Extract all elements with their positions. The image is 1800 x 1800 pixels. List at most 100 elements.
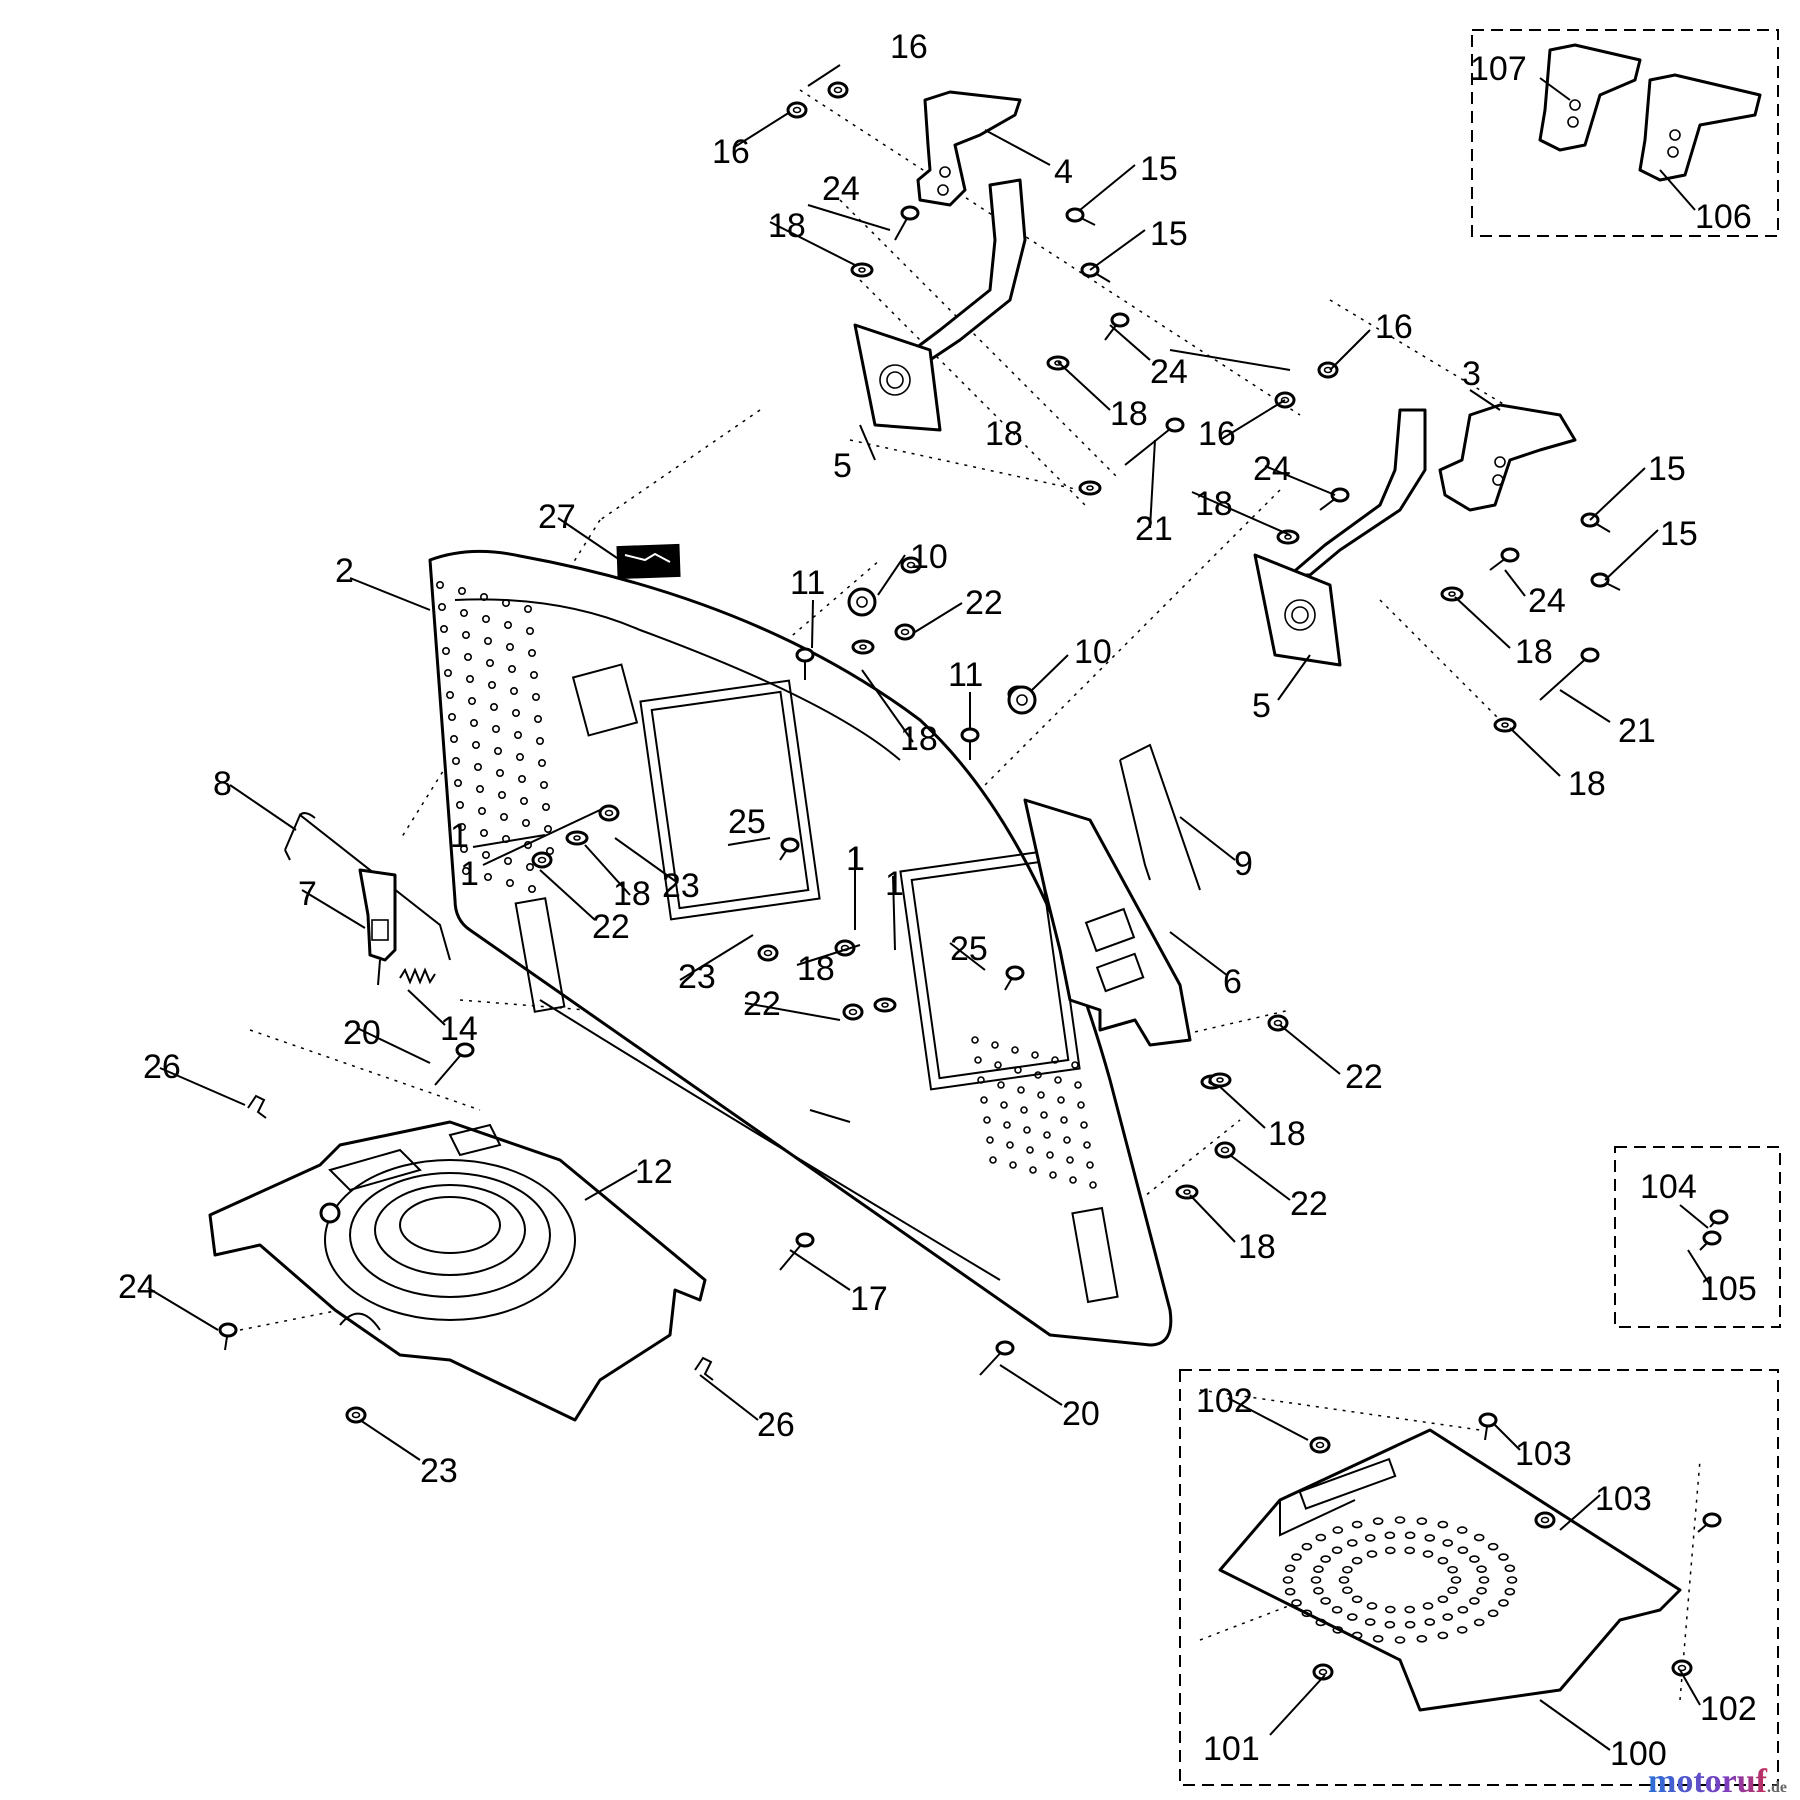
vent-hole [1366, 1602, 1378, 1610]
vent-hole [505, 878, 514, 887]
vent-hole [1447, 1565, 1458, 1574]
leader-line [557, 517, 621, 561]
nut [531, 851, 553, 869]
label-16: 16 [890, 28, 928, 66]
leader-line [1469, 389, 1501, 411]
label-18: 18 [1568, 765, 1606, 803]
vent-hole [1473, 1618, 1485, 1627]
leader-line [359, 1419, 421, 1461]
nut [1309, 1436, 1331, 1454]
vent-hole [481, 614, 490, 623]
vent-hole [459, 608, 468, 617]
label-101: 101 [1203, 1730, 1260, 1768]
vent-hole [980, 1096, 988, 1104]
leader-line [679, 934, 754, 981]
label-4: 4 [1054, 153, 1073, 191]
leader-line [147, 1287, 219, 1331]
label-11: 11 [948, 656, 983, 694]
vent-hole [525, 626, 534, 635]
long-bolt [1124, 424, 1176, 466]
vent-hole [501, 598, 510, 607]
vent-hole [1478, 1576, 1490, 1584]
cap-nut [1007, 685, 1037, 715]
vent-hole [1320, 1597, 1331, 1605]
vent-hole [1034, 1071, 1042, 1079]
vent-hole [1437, 1595, 1449, 1604]
label-12: 12 [635, 1153, 673, 1191]
vent-hole [465, 674, 474, 683]
vent-hole [1040, 1111, 1048, 1119]
cap-nut-bore [1016, 694, 1028, 706]
vent-hole [1394, 1516, 1406, 1524]
label-20: 20 [343, 1014, 381, 1052]
vent-hole [1051, 1056, 1059, 1064]
vent-hole [521, 818, 530, 827]
leader-line [796, 944, 861, 966]
leader-line [892, 875, 896, 951]
leader-line [1559, 1494, 1601, 1531]
leader-line [159, 1067, 246, 1106]
label-15: 15 [1660, 515, 1698, 553]
vent-hole [1506, 1576, 1518, 1584]
bolt-head [795, 1232, 815, 1248]
label-22: 22 [965, 584, 1003, 622]
vent-hole [477, 806, 486, 815]
nut-bore [763, 949, 773, 957]
washer [1276, 529, 1300, 545]
bolt-head [995, 1340, 1015, 1356]
label-18: 18 [613, 875, 651, 913]
vent-hole [1456, 1626, 1468, 1634]
nut-bore [1273, 1019, 1283, 1027]
nut-bore [906, 561, 916, 569]
bolt-head [1709, 1209, 1729, 1225]
vent-hole [1404, 1605, 1416, 1614]
vent-hole [1366, 1550, 1378, 1558]
leader-line [811, 599, 814, 649]
vent-hole [1320, 1555, 1331, 1563]
vent-hole [1384, 1620, 1396, 1629]
leader-line [1217, 1084, 1266, 1129]
washer-bore [1216, 1077, 1224, 1083]
vent-hole [513, 730, 522, 739]
label-1: 1 [846, 840, 865, 878]
clip [247, 1094, 267, 1119]
vent-hole [457, 586, 466, 595]
label-8: 8 [213, 765, 232, 803]
leader-line [744, 1002, 841, 1021]
nut-bore [1540, 1516, 1550, 1524]
vent-hole [1071, 1061, 1079, 1069]
vent-hole [1364, 1534, 1376, 1542]
washer [1175, 1184, 1199, 1200]
vent-hole [1046, 1151, 1054, 1159]
latch-plate [358, 868, 397, 986]
bolt-head [900, 205, 920, 221]
washer-bore [1448, 591, 1456, 597]
leader-line [1269, 1674, 1326, 1736]
washer [851, 639, 875, 655]
vent-hole [1424, 1618, 1436, 1626]
leader-line [984, 129, 1051, 166]
washer [1208, 1072, 1232, 1088]
vent-hole [1284, 1564, 1296, 1573]
leader-line [914, 602, 963, 633]
label-20: 20 [1062, 1395, 1100, 1433]
washer-bore [573, 835, 581, 841]
label-6: 6 [1223, 963, 1242, 1001]
vent-hole [1416, 1517, 1428, 1525]
label-23: 23 [662, 867, 700, 905]
leader-line [584, 1169, 638, 1201]
vent-hole [1384, 1531, 1396, 1540]
washer [565, 830, 589, 846]
vent-hole [1416, 1635, 1428, 1643]
leader-line [1539, 77, 1571, 101]
vent-hole [1284, 1587, 1296, 1596]
leader-line [789, 1249, 851, 1291]
leader-line [1539, 1699, 1611, 1751]
vent-hole [509, 686, 518, 695]
washer [850, 262, 874, 278]
vent-hole [1473, 1533, 1485, 1542]
label-23: 23 [678, 958, 716, 996]
vent-hole [1086, 1161, 1094, 1169]
bolt-head [1702, 1512, 1722, 1528]
label-105: 105 [1700, 1270, 1757, 1308]
